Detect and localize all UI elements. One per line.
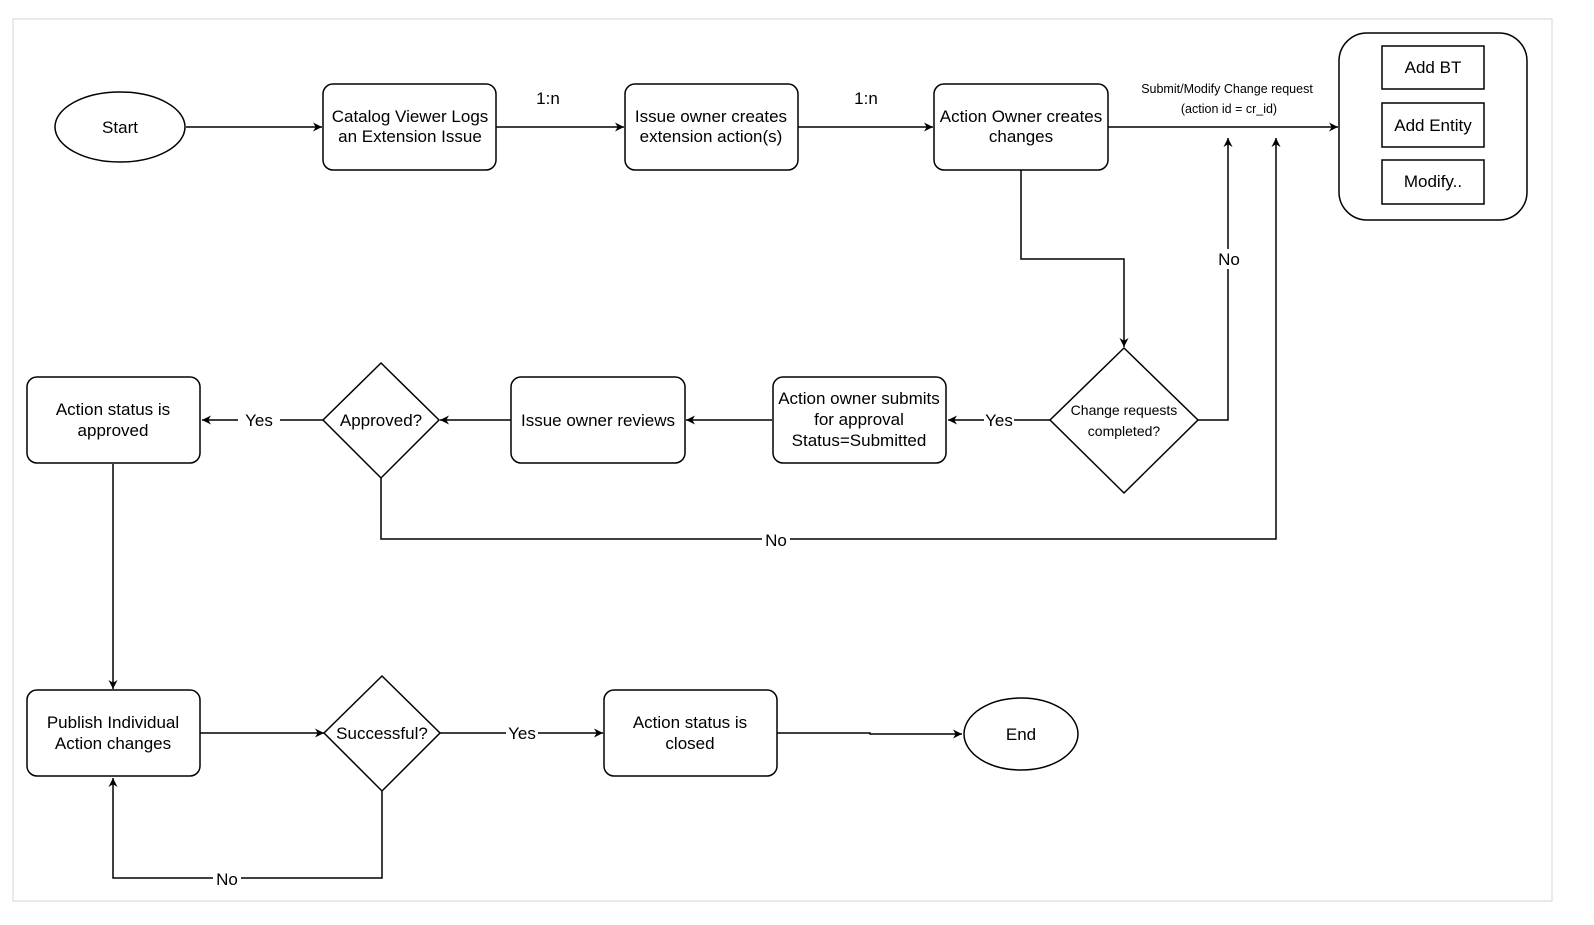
edge-label-no-change-requests: No xyxy=(1218,250,1240,269)
node-end: End xyxy=(963,697,1079,771)
node-issue-owner-creates: Issue owner creates extension action(s) xyxy=(624,83,799,171)
node-change-requests-line2: completed? xyxy=(1088,423,1161,439)
node-add-entity-label: Add Entity xyxy=(1394,116,1472,135)
edge-label-yes-successful: Yes xyxy=(508,724,536,743)
node-successful-label: Successful? xyxy=(336,724,428,743)
edge-label-submit-modify-line2: (action id = cr_id) xyxy=(1181,102,1277,116)
node-modify xyxy=(1381,159,1485,205)
node-action-owner-line1: Action Owner creates xyxy=(940,107,1103,126)
node-start-label: Start xyxy=(102,118,138,137)
edge-label-no-approved: No xyxy=(765,531,787,550)
node-successful: Successful? xyxy=(322,674,442,793)
node-add-bt xyxy=(1381,45,1485,90)
edge-label-submit-modify-line1: Submit/Modify Change request xyxy=(1141,82,1313,96)
edge-label-yes-change-requests: Yes xyxy=(985,411,1013,430)
node-add-bt-label: Add BT xyxy=(1405,58,1462,77)
node-add-entity xyxy=(1381,102,1485,148)
node-catalog-line2: an Extension Issue xyxy=(338,127,482,146)
node-publish-individual: Publish Individual Action changes xyxy=(26,689,201,777)
node-approved-status-line2: approved xyxy=(78,421,149,440)
node-catalog-line1: Catalog Viewer Logs xyxy=(332,107,489,126)
node-publish-line2: Action changes xyxy=(55,734,171,753)
node-closed-line1: Action status is xyxy=(633,713,747,732)
node-closed-line2: closed xyxy=(665,734,714,753)
node-issue-owner-line1: Issue owner creates xyxy=(635,107,787,126)
node-approved-status-line1: Action status is xyxy=(56,400,170,419)
node-submits-line1: Action owner submits xyxy=(778,389,940,408)
node-approved-label: Approved? xyxy=(340,411,422,430)
node-publish-line1: Publish Individual xyxy=(47,713,179,732)
node-end-label: End xyxy=(1006,725,1036,744)
node-action-status-closed: Action status is closed xyxy=(603,689,778,777)
edge-approved-no xyxy=(380,138,1281,540)
node-issue-owner-line2: extension action(s) xyxy=(640,127,783,146)
node-action-owner-line2: changes xyxy=(989,127,1053,146)
node-catalog-viewer-logs: Catalog Viewer Logs an Extension Issue xyxy=(322,83,497,171)
node-submits-line2: for approval xyxy=(814,410,904,429)
edge-label-yes-approved: Yes xyxy=(245,411,273,430)
edge-labels: 1:n 1:n Submit/Modify Change request (ac… xyxy=(213,82,1313,889)
node-reviews-label: Issue owner reviews xyxy=(521,411,675,430)
node-issue-owner-reviews: Issue owner reviews xyxy=(510,376,686,464)
node-change-requests-line1: Change requests xyxy=(1071,402,1178,418)
node-submits-line3: Status=Submitted xyxy=(792,431,927,450)
edge-action-owner-to-decision xyxy=(1020,170,1129,347)
edge-closed-to-end xyxy=(777,729,962,739)
edge-successful-no xyxy=(108,778,383,879)
node-modify-label: Modify.. xyxy=(1404,172,1462,191)
node-start: Start xyxy=(54,91,186,163)
node-change-requests-completed: Change requests completed? xyxy=(1048,346,1200,495)
edge-decision-no-loop xyxy=(1198,138,1233,421)
node-change-types-group: Add BT Add Entity Modify.. xyxy=(1338,32,1528,221)
node-action-owner-creates: Action Owner creates changes xyxy=(933,83,1109,171)
edge-label-no-successful: No xyxy=(216,870,238,889)
node-approved: Approved? xyxy=(321,361,441,480)
node-action-status-approved: Action status is approved xyxy=(26,376,201,464)
edge-label-one-to-n-1: 1:n xyxy=(536,89,560,108)
edge-label-one-to-n-2: 1:n xyxy=(854,89,878,108)
node-action-owner-submits: Action owner submits for approval Status… xyxy=(772,376,947,464)
